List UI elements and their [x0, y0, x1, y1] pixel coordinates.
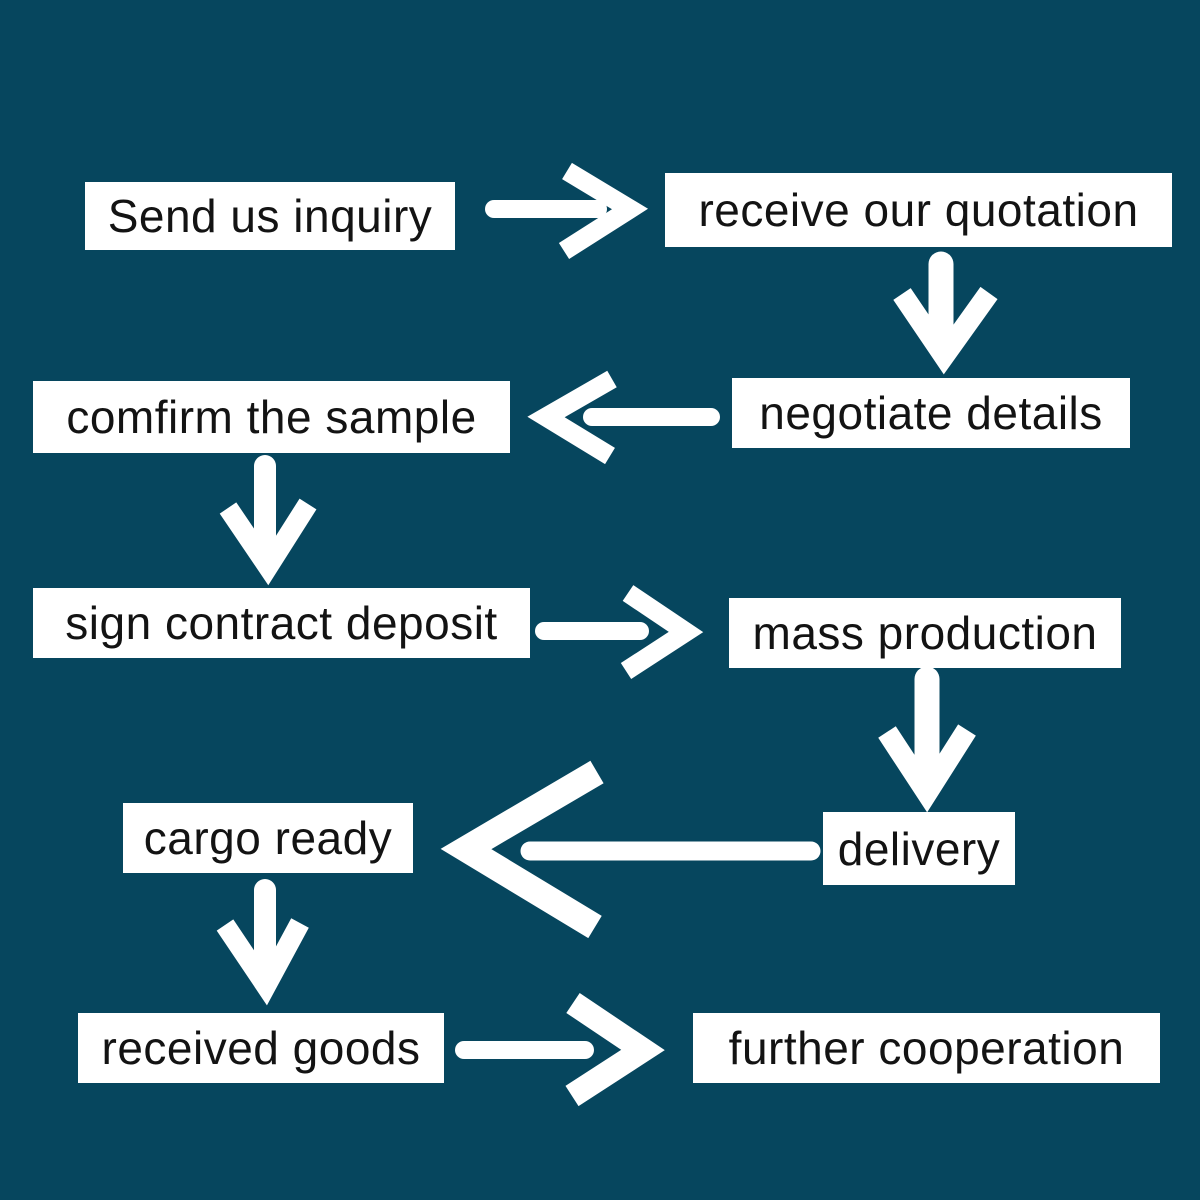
flow-node-delivery: delivery: [823, 812, 1015, 885]
arrow-delivery-to-cargo-icon: [440, 760, 821, 939]
flow-node-negotiate-details: negotiate details: [732, 378, 1130, 448]
flow-node-cargo-ready: cargo ready: [123, 803, 413, 873]
flow-node-comfirm-the-sample: comfirm the sample: [33, 381, 510, 453]
arrow-receive-to-negotiate-icon: [893, 251, 998, 375]
arrow-mass-to-delivery-icon: [878, 666, 976, 813]
arrow-send-to-receive-icon: [485, 162, 649, 260]
arrow-sign-to-mass-icon: [535, 585, 704, 679]
flow-node-further-cooperation: further cooperation: [693, 1013, 1160, 1083]
flow-node-send-us-inquiry: Send us inquiry: [85, 182, 455, 250]
flow-node-receive-our-quotation: receive our quotation: [665, 173, 1172, 247]
arrow-cargo-to-received-icon: [216, 879, 309, 1006]
arrow-comfirm-to-sign-icon: [219, 455, 317, 586]
arrow-negotiate-to-comfirm-icon: [527, 370, 720, 465]
arrow-received-to-further-icon: [455, 993, 665, 1107]
flow-node-sign-contract-deposit: sign contract deposit: [33, 588, 530, 658]
flow-node-mass-production: mass production: [729, 598, 1121, 668]
flow-node-received-goods: received goods: [78, 1013, 444, 1083]
